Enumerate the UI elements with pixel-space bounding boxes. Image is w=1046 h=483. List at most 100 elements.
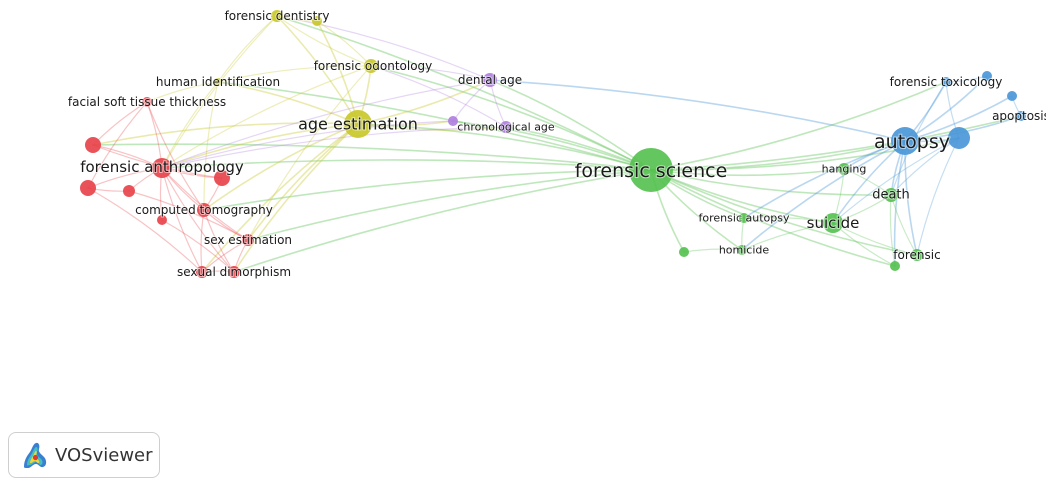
label-forensic-toxicology[interactable]: forensic toxicology (889, 74, 1004, 90)
node-human-identification[interactable] (214, 78, 222, 86)
link-forensic-science-sexual-dimorphism (233, 169, 652, 273)
link-forensic-science-forensic-dentistry (276, 15, 652, 171)
link-human-identification-facial-soft-tissue-thickness (146, 81, 219, 103)
link-age-estimation-sexual-dimorphism (233, 123, 359, 273)
link-autopsy-forensic-autopsy (743, 140, 906, 219)
label-sex-estimation[interactable]: sex estimation (203, 232, 293, 248)
label-forensic-science[interactable]: forensic science (574, 159, 729, 183)
node-red-extra-5[interactable] (214, 170, 230, 186)
node-forensic-toxicology[interactable] (941, 77, 951, 87)
link-sexual-dimorphism-red-extra-6 (161, 219, 235, 273)
label-autopsy[interactable]: autopsy (873, 130, 951, 154)
node-red-extra-4[interactable] (123, 185, 135, 197)
label-facial-soft-tissue-thickness[interactable]: facial soft tissue thickness (67, 94, 227, 110)
link-forensic-science-forensic-toxicology (650, 81, 947, 171)
label-human-identification[interactable]: human identification (155, 74, 281, 90)
link-forensic-science-human-identification (217, 81, 652, 171)
link-human-identification-forensic-anthropology (161, 81, 219, 169)
link-purple-extra-1-forensic-anthropology (161, 120, 454, 169)
node-forensic-odontology[interactable] (364, 59, 378, 73)
node-forensic-anthropology[interactable] (152, 158, 172, 178)
node-sexual-dimorphism[interactable] (228, 266, 240, 278)
node-blue-extra-1[interactable] (948, 127, 970, 149)
node-death[interactable] (884, 188, 898, 202)
link-dental-age-forensic-odontology (370, 65, 491, 81)
link-facial-soft-tissue-thickness-computed-tomography (146, 101, 205, 211)
link-forensic-dentistry-human-identification (217, 15, 278, 83)
link-age-estimation-red-extra-2 (201, 123, 359, 273)
link-dental-age-forensic-dentistry (276, 15, 491, 81)
link-blue-extra-1-suicide (832, 137, 960, 224)
link-forensic-dentistry-forensic-anthropology (161, 15, 278, 169)
link-forensic-science-forensic (650, 169, 918, 256)
vosviewer-label: VOSviewer (55, 444, 153, 466)
node-sex-estimation[interactable] (242, 234, 254, 246)
label-chronological-age[interactable]: chronological age (456, 120, 556, 135)
link-forensic-science-forensic-anthropology (161, 159, 652, 171)
label-apoptosis[interactable]: apoptosis (991, 108, 1046, 124)
node-homicide[interactable] (737, 245, 747, 255)
label-dental-age[interactable]: dental age (457, 72, 523, 88)
node-red-extra-2[interactable] (196, 266, 208, 278)
node-purple-extra-1[interactable] (448, 116, 458, 126)
link-age-estimation-sex-estimation (247, 123, 359, 241)
link-autopsy-green-extra-2 (893, 140, 906, 267)
vosviewer-badge[interactable]: VOSviewer (8, 432, 160, 478)
label-forensic[interactable]: forensic (892, 247, 941, 263)
node-yellow-extra-1[interactable] (312, 16, 322, 26)
label-homicide[interactable]: homicide (718, 243, 771, 258)
node-forensic-science[interactable] (629, 148, 673, 192)
label-sexual-dimorphism[interactable]: sexual dimorphism (176, 264, 292, 280)
link-forensic-odontology-forensic-anthropology (161, 65, 372, 169)
link-autopsy-dental-age (489, 79, 906, 142)
link-dental-age-forensic-anthropology (161, 79, 491, 169)
label-death[interactable]: death (871, 187, 911, 204)
link-red-extra-2-red-extra-3 (87, 187, 203, 273)
label-suicide[interactable]: suicide (806, 213, 861, 233)
node-forensic-dentistry[interactable] (271, 10, 283, 22)
node-green-extra-2[interactable] (890, 261, 900, 271)
network-links (87, 15, 1022, 273)
node-blue-extra-2[interactable] (982, 71, 992, 81)
node-green-extra-1[interactable] (679, 247, 689, 257)
label-forensic-odontology[interactable]: forensic odontology (313, 58, 434, 74)
node-forensic-autopsy[interactable] (739, 213, 749, 223)
link-chronological-age-forensic-odontology (370, 65, 507, 128)
vosviewer-logo-icon (24, 442, 47, 468)
link-age-estimation-forensic-anthropology (161, 123, 359, 169)
link-forensic-dentistry-forensic-odontology (276, 15, 372, 67)
node-facial-soft-tissue-thickness[interactable] (142, 97, 152, 107)
label-forensic-autopsy[interactable]: forensic autopsy (698, 211, 791, 226)
node-apoptosis[interactable] (1016, 111, 1026, 121)
node-red-extra-3[interactable] (80, 180, 96, 196)
link-human-identification-computed-tomography (203, 81, 219, 211)
link-forensic-science-red-extra-1 (92, 143, 652, 171)
link-forensic-science-dental-age (489, 79, 652, 171)
node-suicide[interactable] (823, 213, 843, 233)
node-red-extra-1[interactable] (85, 137, 101, 153)
node-blue-extra-3[interactable] (1007, 91, 1017, 101)
node-computed-tomography[interactable] (197, 203, 211, 217)
node-red-extra-6[interactable] (157, 215, 167, 225)
link-forensic-science-death (650, 169, 892, 196)
node-chronological-age[interactable] (500, 121, 512, 133)
link-forensic-science-autopsy (650, 140, 906, 171)
link-age-estimation-forensic-dentistry (276, 15, 359, 125)
label-age-estimation[interactable]: age estimation (297, 114, 419, 135)
node-forensic[interactable] (911, 249, 923, 261)
label-forensic-dentistry[interactable]: forensic dentistry (224, 8, 331, 24)
link-forensic-science-blue-extra-1 (650, 137, 960, 171)
link-forensic-science-forensic-odontology (370, 65, 652, 171)
link-blue-extra-1-forensic (916, 137, 960, 256)
label-forensic-anthropology[interactable]: forensic anthropology (79, 157, 245, 177)
link-age-estimation-dental-age (357, 79, 491, 125)
label-computed-tomography[interactable]: computed tomography (134, 202, 274, 218)
label-hanging[interactable]: hanging (821, 162, 868, 177)
node-autopsy[interactable] (891, 127, 919, 155)
node-age-estimation[interactable] (344, 110, 372, 138)
node-hanging[interactable] (838, 163, 850, 175)
node-dental-age[interactable] (483, 73, 497, 87)
link-forensic-science-sex-estimation (247, 169, 652, 241)
link-age-estimation-computed-tomography (203, 123, 359, 211)
